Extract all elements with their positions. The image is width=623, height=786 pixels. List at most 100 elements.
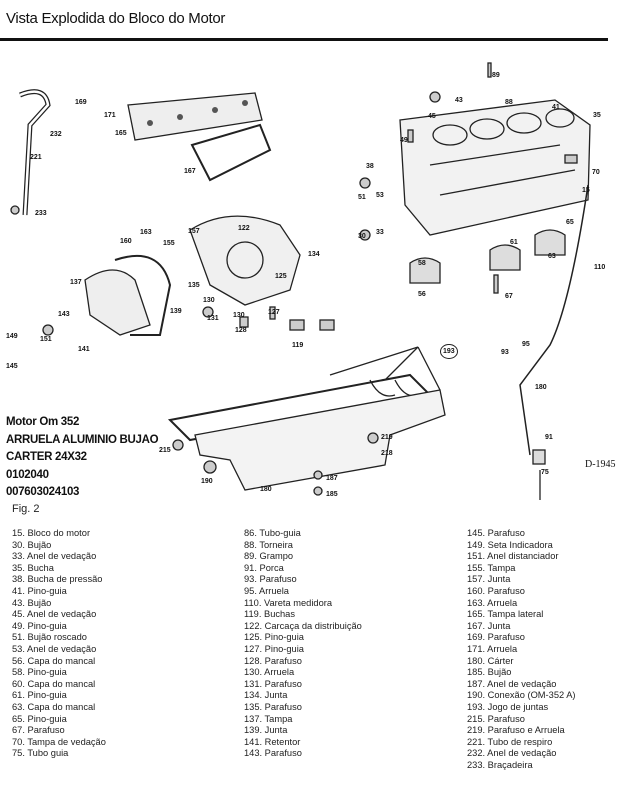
callout: 131 [207,315,219,322]
callout: 56 [418,291,426,298]
legend-item: 232. Anel de vedação [467,748,557,759]
callout: 122 [238,225,250,232]
legend-item: 86. Tubo-guia [244,528,301,538]
callout: 38 [366,163,374,170]
callout: 93 [501,349,509,356]
drawing-reference: D-1945 [585,459,616,470]
callout: 157 [188,228,200,235]
callout: 30 [358,233,366,240]
callout: 232 [50,131,62,138]
callout: 219 [381,434,393,441]
legend-item: 130. Arruela [244,667,295,678]
note-line: CARTER 24X32 [6,451,87,463]
callout: 75 [541,469,549,476]
callout: 165 [115,130,127,137]
part-note: Motor Om 352 ARRUELA ALUMINIO BUJAO CART… [6,414,159,502]
legend-item: 169. Parafuso [467,632,525,643]
legend-item: 221. Tubo de respiro [467,736,553,747]
page-title: Vista Explodida do Bloco do Motor [6,10,226,27]
callout: 43 [455,97,463,104]
legend-item: 155. Tampa [467,562,516,573]
legend-item: 45. Anel de vedação [12,609,97,620]
callout: 45 [428,113,436,120]
callout: 51 [358,194,366,201]
legend-item: 163. Arruela [467,597,518,608]
callout: 167 [184,168,196,175]
callout: 137 [70,279,82,286]
legend-item: 58. Pino-guia [12,667,67,678]
callout: 49 [400,137,408,144]
legend-item: 134. Junta [244,690,288,701]
legend-item: 88. Torneira [244,539,293,550]
legend-item: 35. Bucha [12,562,54,573]
callout: 145 [6,363,18,370]
legend-item: 122. Carcaça da distribuição [244,620,362,631]
callout: 15 [582,187,590,194]
callout: 193 [440,344,458,359]
callout: 61 [510,239,518,246]
legend-item: 185. Bujão [467,667,512,678]
callout: 163 [140,229,152,236]
callout: 171 [104,112,116,119]
legend-item: 145. Parafuso [467,528,525,538]
callout: 88 [505,99,513,106]
callout: 134 [308,251,320,258]
callout: 155 [163,240,175,247]
callout: 160 [120,238,132,245]
callout: 127 [268,309,280,316]
legend-item: 128. Parafuso [244,655,302,666]
callout: 139 [170,308,182,315]
callout: 180 [535,384,547,391]
legend-item: 61. Pino-guia [12,690,67,701]
legend-item: 65. Pino-guia [12,713,67,724]
callout: 63 [548,253,556,260]
legend-item: 219. Parafuso e Arruela [467,725,565,736]
legend-item: 15. Bloco do motor [12,528,91,538]
legend-item: 143. Parafuso [244,748,302,759]
callout: 141 [78,346,90,353]
legend-item: 125. Pino-guia [244,632,304,643]
legend-item: 119. Buchas [244,609,295,620]
legend-item: 137. Tampa [244,713,293,724]
callout: 91 [545,434,553,441]
title-rule [0,38,608,41]
callout: 143 [58,311,70,318]
legend-item: 171. Arruela [467,643,518,654]
callout: 119 [292,342,304,349]
legend-item: 60. Capa do mancal [12,678,96,689]
legend-item: 75. Tubo guia [12,748,69,759]
legend-item: 139. Junta [244,725,288,736]
callout: 41 [552,104,560,111]
legend-item: 41. Pino-guia [12,585,67,596]
callout: 151 [40,336,52,343]
callout: 128 [235,327,247,334]
callout: 190 [201,478,213,485]
callout: 215 [159,447,171,454]
legend-item: 190. Conexão (OM-352 A) [467,690,576,701]
legend-item: 135. Parafuso [244,701,302,712]
legend-item: 180. Cárter [467,655,514,666]
legend-item: 167. Junta [467,620,511,631]
callout: 89 [492,72,500,79]
callout: 95 [522,341,530,348]
legend-item: 215. Parafuso [467,713,525,724]
legend-item: 89. Grampo [244,551,294,562]
exploded-engine-diagram [10,62,591,500]
legend-item: 91. Porca [244,562,284,573]
callout: 185 [326,491,338,498]
legend-item: 149. Seta Indicadora [467,539,553,550]
callout: 70 [592,169,600,176]
callout: 125 [275,273,287,280]
legend-item: 33. Anel de vedação [12,551,97,562]
callout: 135 [188,282,200,289]
legend-item: 51. Bujão roscado [12,632,87,643]
legend-item: 38. Bucha de pressão [12,574,103,585]
legend-item: 193. Jogo de juntas [467,701,549,712]
note-line: 007603024103 [6,486,80,498]
callout: 180 [260,486,272,493]
callout: 53 [376,192,384,199]
note-line: Motor Om 352 [6,416,80,428]
